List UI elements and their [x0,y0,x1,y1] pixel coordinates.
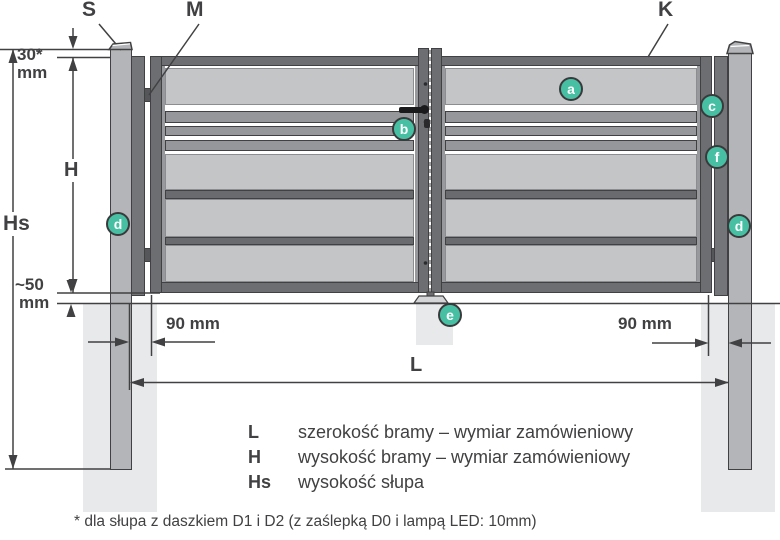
panel-divider [445,190,697,199]
pointer-k [647,23,669,58]
legend-row-hs: Hs wysokość słupa [248,470,633,495]
stile-inner-edge [415,66,418,282]
label-k: K [658,0,674,21]
infill-slat [445,111,697,123]
badge-f-letter: f [714,149,720,165]
infill-slat [445,140,697,151]
dim-30mm: 30* mm [17,46,47,82]
dim-50mm: ~50 mm [15,276,49,312]
post-left [110,49,132,470]
panel-divider [445,237,697,245]
infill-panel [165,245,414,282]
badge-b: b [392,117,416,141]
infill-slat [445,126,697,136]
infill-slat [165,140,414,151]
legend-term: L [248,422,259,442]
infill-panel [445,245,697,282]
stile-inner-edge [162,66,165,282]
legend-description: wysokość słupa [298,472,425,492]
gate-leaf-right [431,48,712,293]
infill-slat [165,126,414,136]
label-m: M [186,0,204,21]
dim-90mm-left: 90 mm [166,314,220,333]
infill-panel [445,154,697,190]
infill-panel [165,68,414,105]
mounting-profile-right [714,56,728,296]
hinge-stile [700,56,712,293]
dim-30mm-unit: mm [17,63,48,82]
legend-row-l: L szerokość bramy – wymiar zamówieniowy [248,420,633,445]
pointer-s [98,23,122,51]
handle-knob [420,105,429,114]
stile-inner-edge [697,66,700,282]
lock-keyhole [424,119,430,128]
badge-d-left-letter: d [113,216,123,232]
legend: L szerokość bramy – wymiar zamówieniowy … [248,420,633,495]
dim-30mm-value: 30* [17,45,43,64]
badge-f: f [705,145,729,169]
legend-row-h: H wysokość bramy – wymiar zamówieniowy [248,445,633,470]
top-rail [431,56,712,66]
meeting-stile [431,48,442,293]
gate-leaf-left [150,48,429,293]
meeting-stile [418,48,429,293]
panel-divider [165,190,414,199]
drop-latch [412,291,450,304]
footnote: * dla słupa z daszkiem D1 i D2 (z zaślep… [74,513,537,530]
mounting-profile-left [131,56,145,296]
handle-bar [399,107,423,113]
hinge-stile [150,56,162,293]
legend-description: szerokość bramy – wymiar zamówieniowy [298,422,634,442]
post-cap-right [725,40,754,55]
badge-c-letter: c [708,98,716,114]
badge-d-right-letter: d [734,218,744,234]
label-s: S [82,0,97,21]
badge-e: e [438,303,462,327]
legend-term: H [248,447,261,467]
panel-divider [165,237,414,245]
badge-d-right: d [727,214,751,238]
dim-l: L [410,354,423,376]
dim-50mm-unit: mm [19,293,50,312]
badge-d-left: d [106,212,130,236]
badge-b-letter: b [399,121,409,137]
infill-slat [165,111,414,123]
top-rail [150,56,429,66]
infill-panel [165,154,414,190]
dim-90mm-right: 90 mm [618,314,672,333]
stile-inner-edge [442,66,445,282]
dim-h: H [62,159,81,182]
dim-hs: Hs [1,212,32,236]
infill-panel [445,199,697,237]
post-right [728,53,752,470]
badge-a-letter: a [567,81,575,97]
infill-panel [165,199,414,237]
dim-50mm-value: ~50 [15,275,44,294]
badge-e-letter: e [446,307,454,323]
badge-c: c [700,94,724,118]
legend-description: wysokość bramy – wymiar zamówieniowy [298,447,631,467]
badge-a: a [559,77,583,101]
bottom-rail [150,282,429,293]
legend-term: Hs [248,472,272,492]
bottom-rail [431,282,712,293]
